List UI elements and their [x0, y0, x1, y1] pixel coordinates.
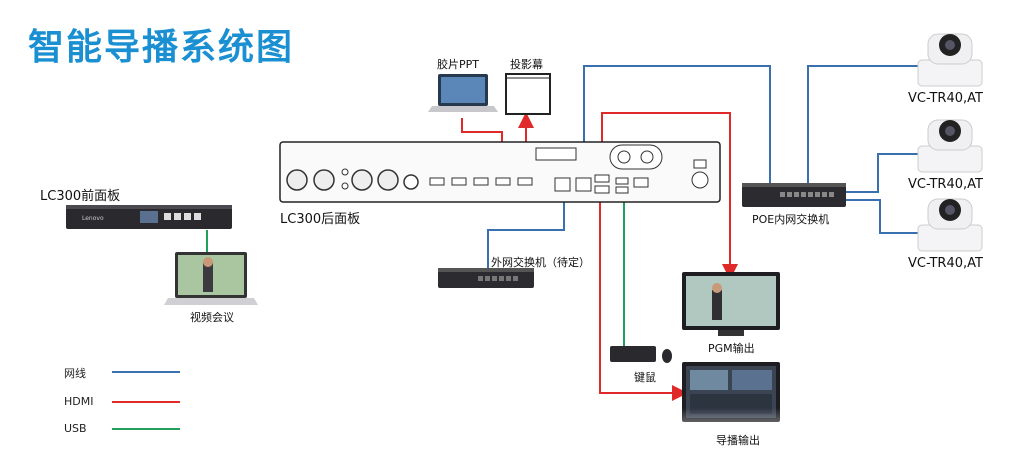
- camera-1-device: [917, 33, 983, 87]
- cable-rear-to-director: [599, 190, 688, 401]
- label-director: 导播输出: [716, 434, 760, 447]
- network-cables: [487, 65, 918, 268]
- cable-poe-to-cam1: [807, 65, 918, 183]
- diagram-title: 智能导播系统图: [28, 27, 295, 68]
- projector-screen-device: [505, 73, 551, 115]
- label-keyboard: 键鼠: [634, 371, 656, 384]
- cable-rear-to-poe: [583, 65, 771, 183]
- ppt-laptop-device: [428, 74, 498, 112]
- camera-2-device: [917, 119, 983, 173]
- keyboard-mouse-device: [610, 346, 672, 363]
- lc300-rear-device: [279, 141, 721, 203]
- external-switch-device: [438, 268, 534, 288]
- legend-usb-label: USB: [64, 422, 87, 435]
- label-video-conf: 视频会议: [190, 311, 234, 324]
- label-poe-switch: POE内网交换机: [752, 213, 830, 226]
- svg-text:Lenovo: Lenovo: [82, 215, 104, 222]
- usb-cables: [206, 190, 625, 346]
- poe-switch-device: [742, 183, 846, 207]
- cable-poe-to-cam3: [846, 199, 918, 234]
- label-ext-switch: 外网交换机（待定）: [491, 256, 590, 269]
- video-conf-laptop-device: [164, 252, 258, 305]
- cable-rear-to-ext-switch: [487, 188, 565, 268]
- label-camera-3: VC-TR40,AT: [908, 256, 983, 271]
- label-pgm: PGM输出: [708, 342, 755, 355]
- label-camera-1: VC-TR40,AT: [908, 91, 983, 106]
- camera-3-device: [917, 198, 983, 252]
- label-ppt: 胶片PPT: [437, 58, 479, 71]
- label-projector: 投影幕: [510, 58, 543, 71]
- cable-poe-to-cam2: [846, 153, 918, 193]
- label-camera-2: VC-TR40,AT: [908, 177, 983, 192]
- label-lc300-rear: LC300后面板: [280, 212, 361, 227]
- legend-hdmi-label: HDMI: [64, 395, 94, 408]
- lc300-front-device: Lenovo: [66, 205, 232, 229]
- legend-network-label: 网线: [64, 367, 86, 380]
- legend: [112, 371, 180, 430]
- pgm-monitor-device: [682, 272, 780, 336]
- label-lc300-front: LC300前面板: [40, 189, 121, 204]
